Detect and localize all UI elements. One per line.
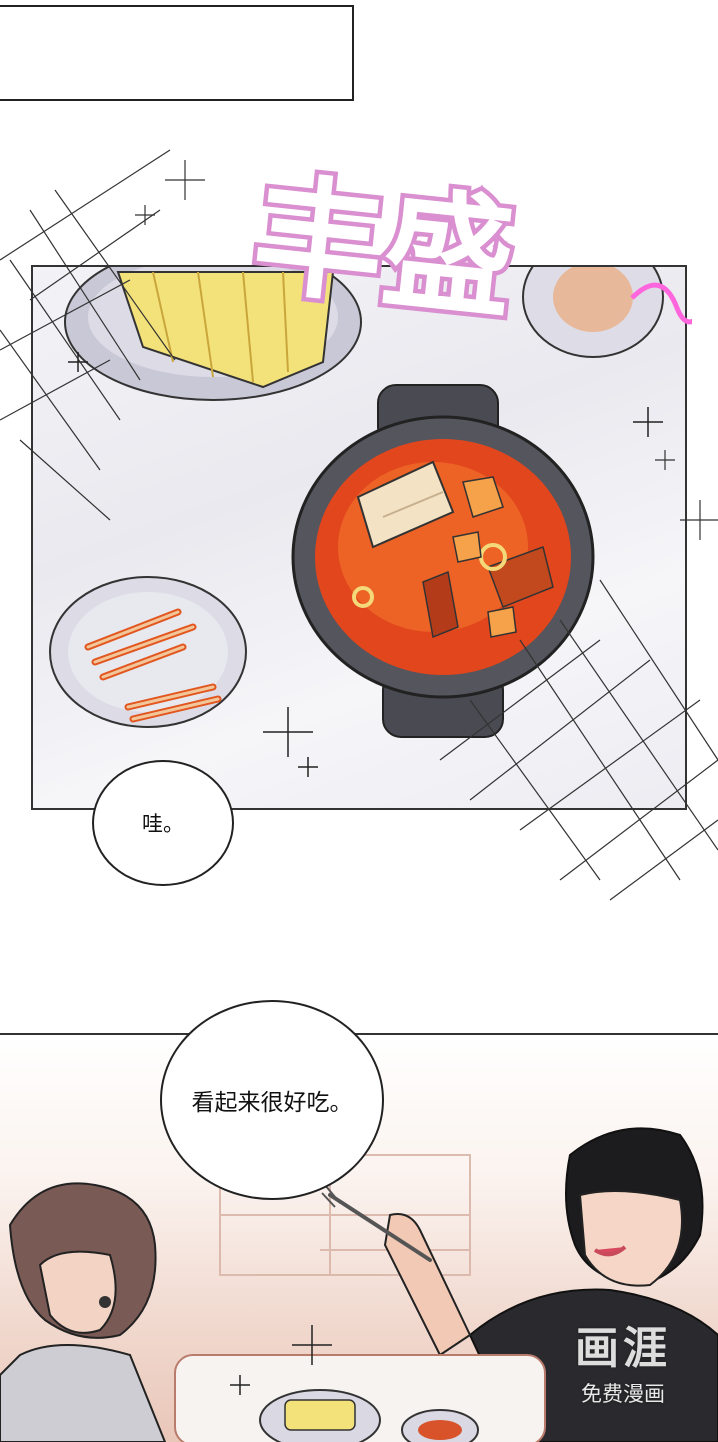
panel-food-table	[31, 265, 687, 810]
watermark: 画涯 免费漫画	[558, 1312, 688, 1422]
radish-kimchi-plate	[49, 576, 247, 728]
side-dish-top-right	[522, 267, 664, 358]
speech-bubble-looks-tasty: 看起来很好吃。	[160, 1000, 384, 1200]
watermark-logo: 画涯	[575, 1323, 671, 1374]
table-dishes	[174, 1354, 546, 1442]
sparkle-lines	[0, 149, 718, 901]
sparkles	[68, 352, 663, 777]
food-illustration	[49, 267, 664, 777]
sound-effect-abundant: 丰盛	[232, 148, 704, 388]
characters-illustration	[0, 1127, 718, 1442]
speech-text-wow: 哇。	[142, 812, 184, 836]
egg-roll-plate	[64, 267, 362, 401]
stew-pot	[291, 384, 595, 738]
man-character	[321, 1127, 718, 1442]
empty-caption-box	[0, 5, 354, 101]
watermark-subtitle: 免费漫画	[581, 1382, 665, 1406]
sound-effect-text: 丰盛	[247, 159, 521, 337]
sound-effect-drawing: 丰盛	[242, 154, 704, 342]
boy-character	[0, 1182, 167, 1442]
speech-bubble-wow: 哇。	[92, 760, 234, 886]
speech-text-looks-tasty: 看起来很好吃。	[191, 1090, 353, 1116]
